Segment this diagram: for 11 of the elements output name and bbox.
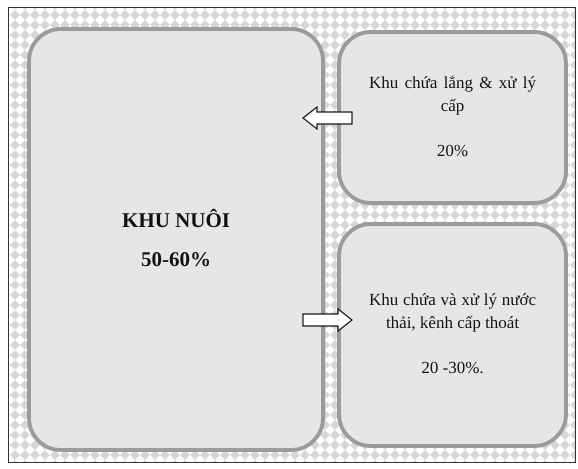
percentage: 20 -30%. bbox=[421, 357, 484, 380]
heading: 50-60% bbox=[141, 246, 211, 272]
rounded-box bbox=[337, 222, 568, 448]
rounded-box bbox=[27, 27, 325, 452]
percentage: 20% bbox=[436, 140, 468, 162]
heading: KHU NUÔI bbox=[122, 207, 230, 234]
rounded-box bbox=[337, 30, 568, 205]
area-description: Khu chứa và xử lý nước thải, kênh cấp thoát bbox=[369, 289, 536, 334]
block-arrow bbox=[302, 308, 353, 332]
block-arrow bbox=[302, 106, 353, 130]
area-description: Khu chứa lắng & xử lý cấp bbox=[369, 72, 536, 117]
